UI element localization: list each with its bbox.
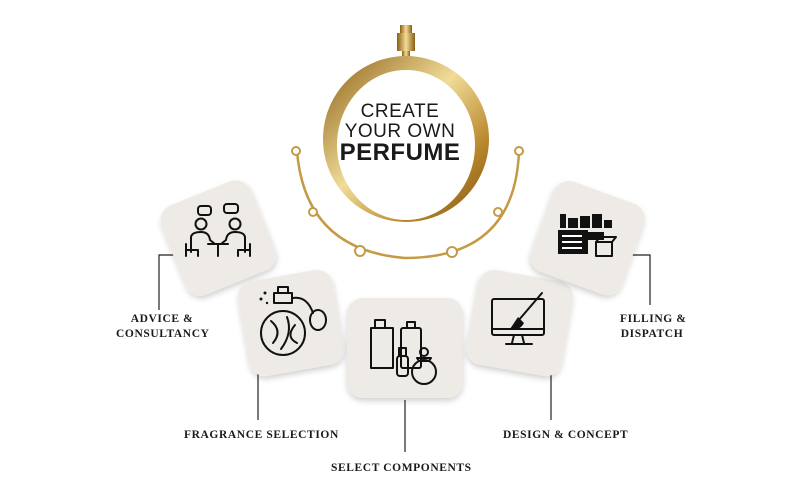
- perfume-atomizer-icon: [259, 286, 327, 356]
- step-card-advice: [160, 180, 276, 296]
- step-card-design: [466, 269, 574, 377]
- bottle-cap-icon: [397, 25, 415, 56]
- step-card-fragrance: [237, 269, 345, 377]
- title-line-3: PERFUME: [339, 139, 461, 166]
- step-label-advice-line2: CONSULTANCY: [116, 328, 210, 340]
- step-label-fragrance: FRAGRANCE SELECTION: [184, 429, 339, 441]
- step-card-components: [347, 298, 463, 398]
- title-line-1: CREATE: [360, 101, 440, 122]
- conveyor-box-icon: [558, 214, 617, 257]
- step-label-advice: ADVICE & CONSULTANCY: [116, 312, 210, 342]
- perfume-bottles-icon: [370, 319, 437, 385]
- step-label-design: DESIGN & CONCEPT: [503, 429, 629, 441]
- step-label-filling-line1: FILLING &: [620, 313, 687, 325]
- timeline-nodes: [291, 146, 524, 258]
- consultation-people-icon: [185, 203, 251, 257]
- step-card-filling: [530, 180, 646, 296]
- step-label-components: SELECT COMPONENTS: [331, 462, 472, 474]
- step-label-advice-line1: ADVICE &: [130, 313, 194, 325]
- step-label-filling-line2: DISPATCH: [620, 328, 684, 340]
- monitor-brush-icon: [491, 292, 545, 345]
- step-label-filling: FILLING & DISPATCH: [620, 312, 687, 342]
- title-line-2: YOUR OWN: [344, 121, 456, 142]
- timeline-arc: [295, 150, 521, 260]
